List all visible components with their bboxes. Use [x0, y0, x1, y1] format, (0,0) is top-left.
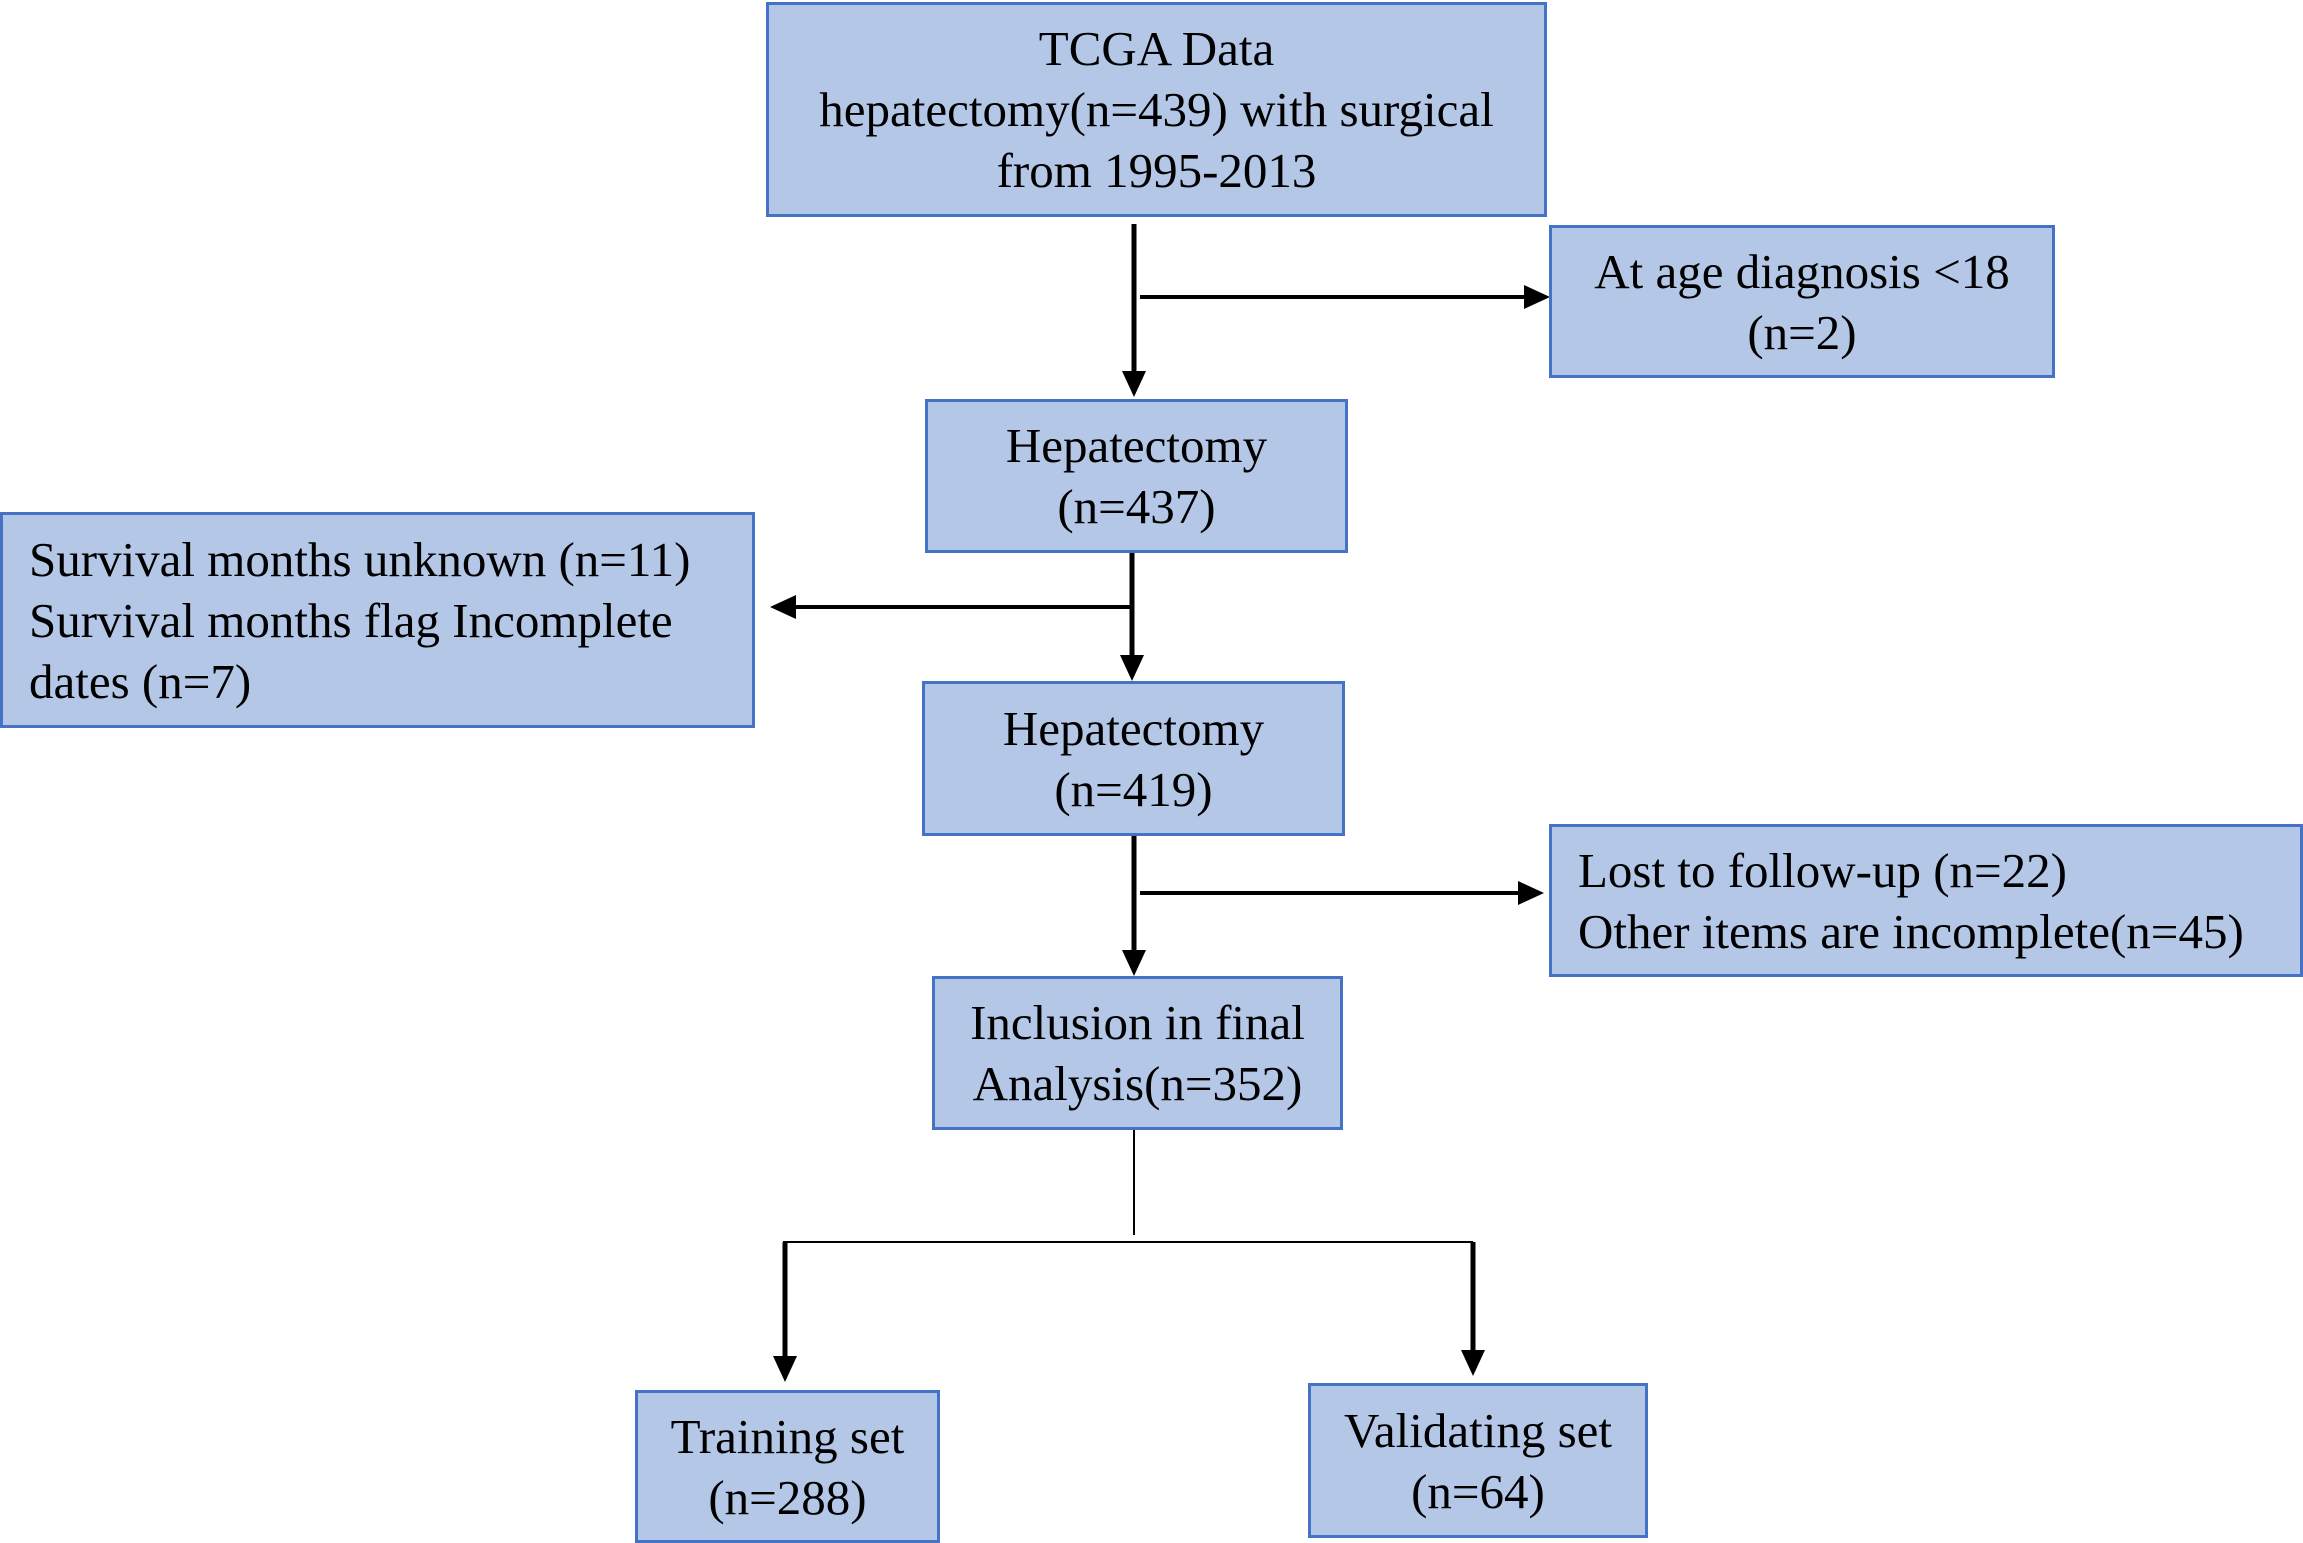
arrowhead-training — [773, 1356, 797, 1382]
box-validating-set: Validating set (n=64) — [1308, 1383, 1648, 1538]
arrowhead-age — [1524, 285, 1550, 309]
box-line: Validating set — [1343, 1402, 1613, 1458]
box-hepatectomy-437: Hepatectomy (n=437) — [925, 399, 1348, 553]
box-training-set: Training set (n=288) — [635, 1390, 940, 1543]
arrowhead-final — [1122, 950, 1146, 976]
box-line: Analysis(n=352) — [972, 1056, 1303, 1111]
box-line: Hepatectomy — [1002, 700, 1265, 756]
box-line: TCGA Data — [1038, 21, 1275, 76]
box-line: At age diagnosis <18 — [1594, 243, 2010, 299]
arrowhead-validating — [1461, 1350, 1485, 1376]
box-followup-exclusion: Lost to follow-up (n=22) Other items are… — [1549, 824, 2303, 977]
box-final-analysis: Inclusion in final Analysis(n=352) — [932, 976, 1343, 1130]
box-line: (n=64) — [1411, 1463, 1545, 1519]
box-line: (n=288) — [708, 1469, 867, 1525]
box-line: dates (n=7) — [29, 653, 252, 709]
box-line: Training set — [670, 1408, 905, 1464]
box-line: Other items are incomplete(n=45) — [1578, 903, 2244, 959]
box-line: hepatectomy(n=439) with surgical — [819, 82, 1494, 137]
box-line: (n=437) — [1057, 479, 1216, 534]
box-tcga-source: TCGA Data hepatectomy(n=439) with surgic… — [766, 2, 1547, 217]
box-line: from 1995-2013 — [996, 143, 1317, 198]
arrowhead-437 — [1122, 371, 1146, 397]
box-line: Lost to follow-up (n=22) — [1578, 842, 2067, 898]
box-line: Inclusion in final — [970, 995, 1305, 1050]
box-line: Hepatectomy — [1005, 418, 1268, 473]
box-line: Survival months flag Incomplete — [29, 592, 673, 648]
arrowhead-followup — [1518, 881, 1544, 905]
box-line: (n=419) — [1054, 761, 1213, 817]
box-hepatectomy-419: Hepatectomy (n=419) — [922, 681, 1345, 836]
box-line: Survival months unknown (n=11) — [29, 531, 691, 587]
arrowhead-419 — [1120, 655, 1144, 681]
box-line: (n=2) — [1747, 304, 1857, 360]
box-survival-exclusion: Survival months unknown (n=11) Survival … — [0, 512, 755, 728]
arrowhead-survival — [770, 595, 796, 619]
box-age-exclusion: At age diagnosis <18 (n=2) — [1549, 225, 2055, 378]
